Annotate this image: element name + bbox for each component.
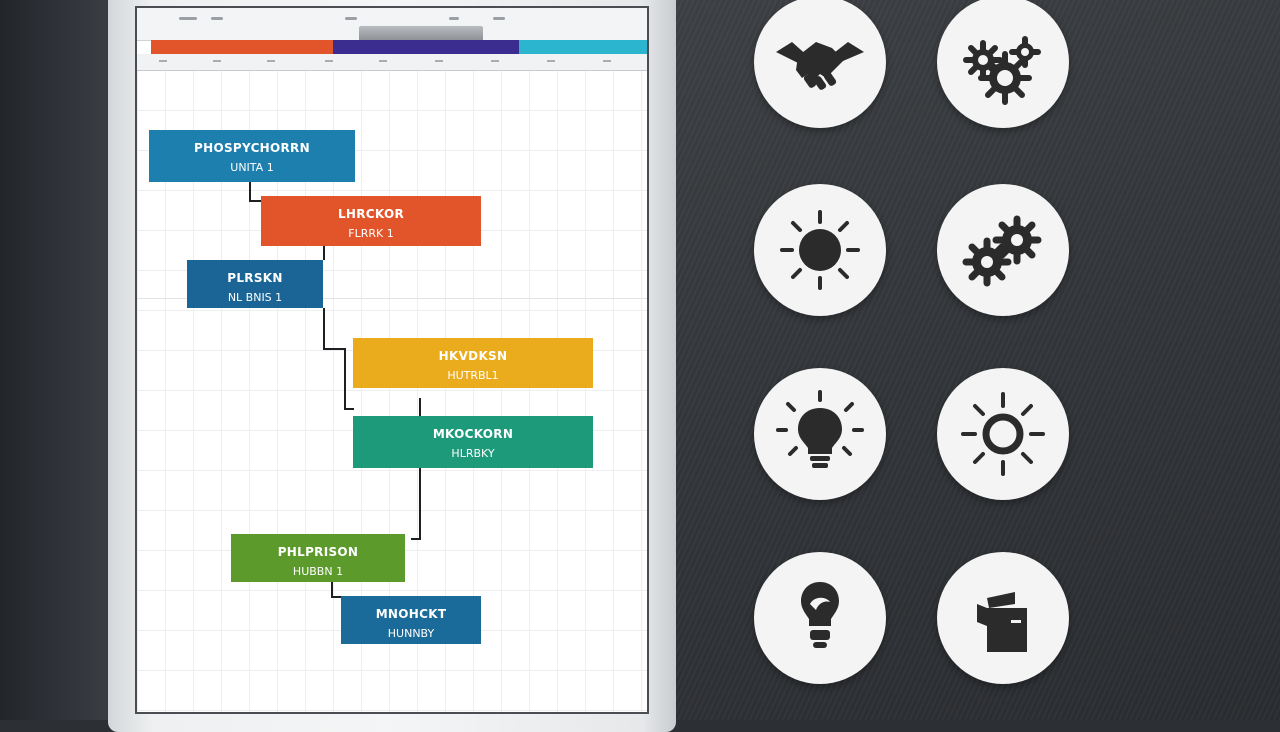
- ruler-tick: [435, 60, 443, 62]
- task-subtitle: HUNNBY: [387, 627, 435, 640]
- toolbar-item[interactable]: [449, 17, 459, 20]
- connector-line: [331, 582, 333, 598]
- connector-line: [419, 468, 421, 540]
- lightbulb-hand-icon: [801, 582, 839, 648]
- task-subtitle: HUBBN 1: [292, 565, 344, 578]
- phase-segment-cyan: [519, 40, 647, 54]
- phase-bar: [151, 40, 647, 54]
- box-icon: [977, 592, 1027, 652]
- connector-line: [249, 200, 263, 202]
- connector-line: [323, 348, 345, 350]
- box-icon-circle[interactable]: [937, 552, 1069, 684]
- cogs-icon: [962, 215, 1042, 287]
- task-name: PHLPRISON: [277, 545, 359, 559]
- connector-line: [323, 244, 325, 260]
- task-name: PLRSKN: [227, 271, 283, 285]
- task-bar[interactable]: PHOSPYCHORRN UNITA 1: [149, 130, 355, 182]
- ruler-tick: [213, 60, 221, 62]
- ruler-tick: [159, 60, 167, 62]
- task-subtitle: FLRRK 1: [348, 227, 394, 240]
- task-bar[interactable]: MKOCKORN HLRBKY: [353, 416, 593, 468]
- connector-line: [344, 348, 346, 410]
- active-tab[interactable]: [359, 26, 483, 40]
- connector-line: [323, 308, 325, 350]
- ruler-tick: [603, 60, 611, 62]
- task-name: MNOHCKT: [375, 607, 447, 621]
- phase-segment-purple: [333, 40, 519, 54]
- gears-icon: [963, 36, 1041, 105]
- timeline-ruler: [137, 54, 647, 71]
- lightbulb-icon: [776, 390, 864, 468]
- toolbar-item[interactable]: [179, 17, 197, 20]
- task-name: HKVDKSN: [438, 349, 508, 363]
- grid-divider: [137, 298, 647, 299]
- lightbulb-icon-circle[interactable]: [754, 368, 886, 500]
- sun-outline-icon-circle[interactable]: [937, 368, 1069, 500]
- task-subtitle: HLRBKY: [451, 447, 495, 460]
- gears-icon-circle[interactable]: [937, 0, 1069, 128]
- handshake-icon: [776, 42, 864, 90]
- ruler-tick: [379, 60, 387, 62]
- task-bar[interactable]: PHLPRISON HUBBN 1: [231, 534, 405, 582]
- connector-line: [411, 538, 421, 540]
- task-bar[interactable]: LHRCKOR FLRRK 1: [261, 196, 481, 246]
- handshake-icon-circle[interactable]: [754, 0, 886, 128]
- task-bar[interactable]: MNOHCKT HUNNBY: [341, 596, 481, 644]
- phase-segment-orange: [151, 40, 333, 54]
- gantt-screen: PHOSPYCHORRN UNITA 1 LHRCKOR FLRRK 1 PLR…: [135, 6, 649, 714]
- ruler-tick: [491, 60, 499, 62]
- task-bar[interactable]: HKVDKSN HUTRBL1: [353, 338, 593, 388]
- ruler-tick: [547, 60, 555, 62]
- cogs-icon-circle[interactable]: [937, 184, 1069, 316]
- background-left: [0, 0, 110, 720]
- toolbar-item[interactable]: [211, 17, 223, 20]
- sun-icon-circle[interactable]: [754, 184, 886, 316]
- lightbulb-hand-icon-circle[interactable]: [754, 552, 886, 684]
- task-name: PHOSPYCHORRN: [194, 141, 310, 155]
- task-subtitle: UNITA 1: [230, 161, 274, 174]
- task-name: LHRCKOR: [337, 207, 405, 221]
- toolbar-item[interactable]: [493, 17, 505, 20]
- task-bar[interactable]: PLRSKN NL BNIS 1: [187, 260, 323, 308]
- task-name: MKOCKORN: [432, 427, 514, 441]
- task-subtitle: NL BNIS 1: [227, 291, 283, 304]
- sun-icon: [780, 210, 860, 290]
- connector-line: [344, 408, 354, 410]
- task-subtitle: HUTRBL1: [447, 369, 499, 382]
- connector-line: [249, 182, 251, 202]
- connector-line: [419, 398, 421, 416]
- ruler-tick: [325, 60, 333, 62]
- sun-outline-icon: [961, 392, 1045, 476]
- connector-line: [331, 596, 343, 598]
- ruler-tick: [267, 60, 275, 62]
- toolbar-item[interactable]: [345, 17, 357, 20]
